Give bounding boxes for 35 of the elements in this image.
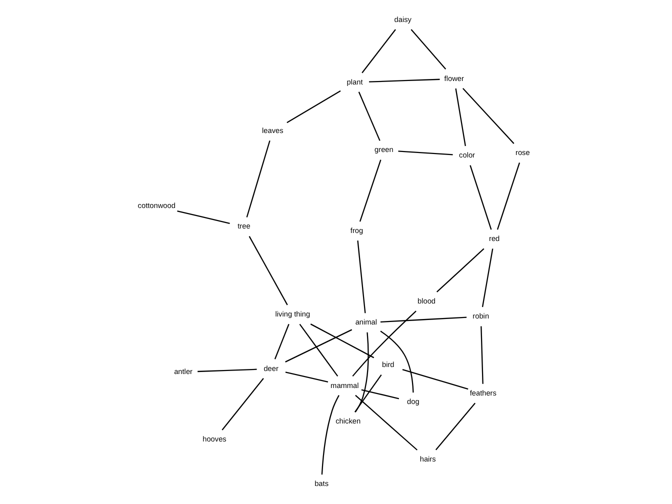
connector <box>358 160 381 222</box>
connector <box>176 210 230 224</box>
connector <box>352 310 416 377</box>
connector <box>398 150 452 156</box>
connector <box>298 324 338 377</box>
connector <box>197 368 256 372</box>
connector <box>320 395 339 475</box>
connector <box>380 316 466 323</box>
connector <box>284 329 352 362</box>
connector <box>368 78 440 82</box>
connector <box>380 330 414 393</box>
connector <box>454 88 466 146</box>
connector <box>354 394 418 450</box>
connector <box>286 90 340 124</box>
connector <box>248 236 288 306</box>
connector <box>356 240 366 314</box>
connector <box>436 248 484 292</box>
connector <box>434 402 476 450</box>
connector <box>274 324 289 360</box>
connector <box>354 332 368 412</box>
connector <box>462 88 514 144</box>
connector <box>246 140 270 218</box>
connector <box>360 389 399 400</box>
connector <box>358 92 380 141</box>
connector <box>469 165 492 230</box>
connector <box>481 248 493 308</box>
connector <box>361 29 396 74</box>
connector <box>354 374 382 412</box>
connector <box>221 378 264 430</box>
connector <box>496 162 520 230</box>
connector <box>480 326 483 384</box>
connector <box>310 324 374 358</box>
connector <box>402 368 468 390</box>
connector <box>410 29 446 70</box>
connector <box>284 372 328 383</box>
